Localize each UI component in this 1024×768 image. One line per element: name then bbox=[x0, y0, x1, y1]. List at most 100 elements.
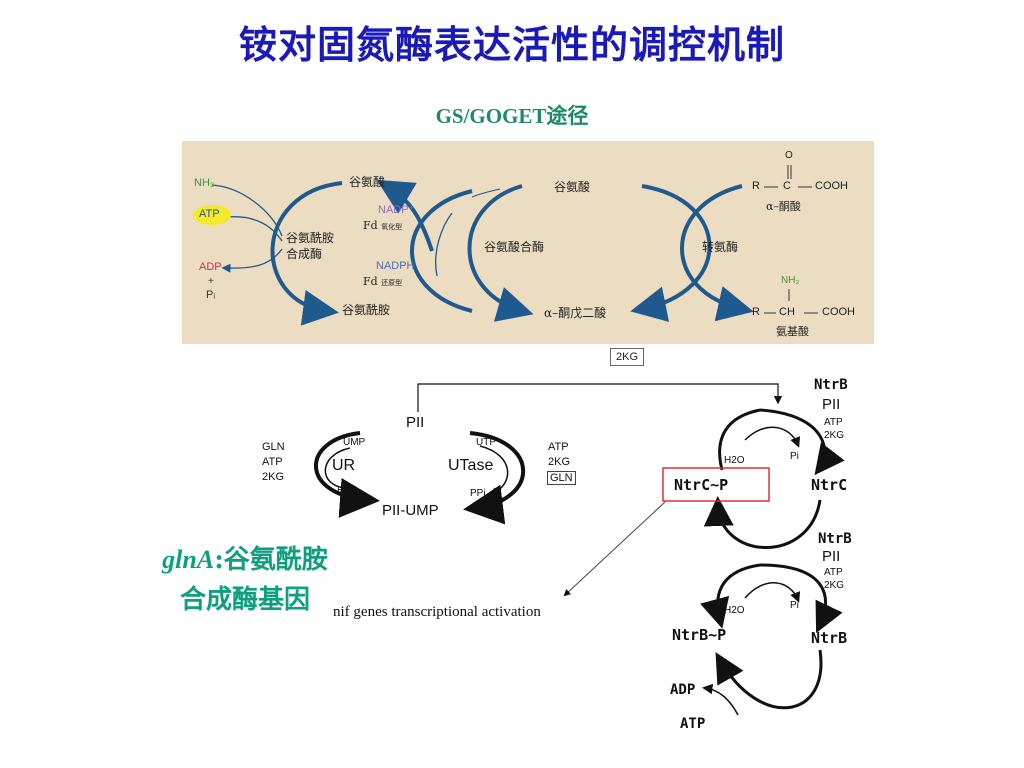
transaminase-arc-out bbox=[680, 184, 754, 322]
ntrb-label-3: NtrB bbox=[811, 629, 848, 647]
utase-label: UTase bbox=[448, 457, 494, 474]
gogat-arc-left bbox=[410, 189, 473, 313]
nadp-label: NADP⁺ bbox=[378, 204, 415, 216]
ntrb-label-1: NtrB bbox=[814, 377, 848, 393]
pii-ump-label: PII-UMP bbox=[382, 502, 439, 519]
glutamate-label-2: 谷氨酸 bbox=[554, 180, 591, 194]
adp-label: ADP bbox=[199, 261, 222, 273]
adp-out-arrow bbox=[221, 248, 283, 273]
2kg-label-1: 2KG bbox=[824, 430, 845, 441]
keto-acid-label: α–酮酸 bbox=[766, 200, 801, 213]
gogat-enzyme-label: 谷氨酸合酶 bbox=[484, 240, 545, 254]
ur-label: UR bbox=[332, 457, 356, 474]
gogat-arc-right bbox=[467, 184, 534, 322]
ur-2kg-label: 2KG bbox=[262, 471, 285, 483]
glna-note-line2: 合成酶基因 bbox=[179, 585, 310, 615]
pathway-arrows bbox=[193, 165, 818, 326]
atp-label-3: ATP bbox=[680, 716, 706, 732]
pii-label: PII bbox=[406, 414, 425, 431]
ppi-label: PPi bbox=[470, 488, 486, 499]
nif-activation-arrow bbox=[563, 501, 666, 597]
gs-enzyme-label-line2: 合成酶 bbox=[286, 247, 323, 261]
utase-inner-arc bbox=[479, 445, 509, 498]
nadph-arrow bbox=[435, 212, 453, 277]
glna-gene-desc: :谷氨酰胺 bbox=[214, 545, 328, 575]
transaminase-arc-in bbox=[630, 184, 712, 322]
ntrc-inner-arc bbox=[744, 426, 801, 448]
nh2-label: NH₂ bbox=[781, 275, 800, 286]
ntrc-p-label: NtrC~P bbox=[674, 476, 729, 494]
glna-gene-name: glnA bbox=[162, 545, 215, 574]
atp-cycle-up bbox=[715, 649, 823, 710]
h2o-label-1: H2O bbox=[724, 455, 745, 466]
2kg-box: 2KG bbox=[610, 348, 644, 366]
alpha-ketoglutarate-label: α–酮戊二酸 bbox=[544, 306, 607, 320]
plus-label: + bbox=[208, 276, 214, 287]
ump-label: UMP bbox=[343, 437, 366, 448]
gs-gogat-pathway-figure: NH₃ ATP ADP + Pᵢ 谷氨酸 谷氨酰胺 合成酶 谷氨酰胺 NADP⁺… bbox=[182, 141, 874, 344]
ur-atp-label: ATP bbox=[262, 456, 283, 468]
atp-label-2: ATP bbox=[824, 567, 843, 578]
ntrb-inner-arc bbox=[744, 582, 801, 603]
atp-in-arrow bbox=[226, 216, 283, 242]
pi-label-1: Pi bbox=[790, 451, 799, 462]
pii-label-2: PII bbox=[822, 548, 841, 565]
pii-label-1: PII bbox=[822, 396, 841, 413]
ntrc-cycle-up bbox=[703, 496, 822, 549]
carbon-label: C bbox=[783, 180, 791, 192]
pii-to-ntrb-line bbox=[417, 383, 783, 412]
glna-note: glnA:谷氨酰胺 合成酶基因 bbox=[120, 540, 370, 620]
pi-label-2: Pi bbox=[790, 600, 799, 611]
transaminase-label: 转氨酶 bbox=[702, 240, 739, 254]
fd-oxidized-text: Fd bbox=[363, 219, 378, 232]
fd-oxidized-sub: 氧化型 bbox=[381, 223, 403, 231]
ur-inner-arc bbox=[324, 447, 351, 489]
glutamine-label: 谷氨酰胺 bbox=[342, 303, 391, 317]
oxygen-label: O bbox=[785, 150, 793, 161]
utp-label: UTP bbox=[476, 437, 496, 448]
ur-gln-label: GLN bbox=[262, 441, 285, 453]
atp-highlight bbox=[193, 205, 231, 225]
fd-reduced-label: Fd 还原型 bbox=[363, 275, 402, 288]
glna-note-line1: glnA:谷氨酰胺 bbox=[120, 540, 370, 580]
ntrb-label-2: NtrB bbox=[818, 531, 852, 547]
slide-title: 铵对固氮酶表达活性的调控机制 bbox=[238, 23, 785, 67]
nh3-in-arrow bbox=[211, 184, 283, 237]
h2o-label-2: H2O bbox=[724, 605, 745, 616]
pi-label: Pᵢ bbox=[206, 289, 216, 301]
ntrc-cycle-left bbox=[718, 408, 761, 471]
slide-subtitle: GS/GOGET途径 bbox=[435, 104, 589, 128]
r-label-2: R bbox=[752, 306, 760, 318]
gs-enzyme-label-line1: 谷氨酰胺 bbox=[286, 231, 335, 245]
fd-reduced-sub: 还原型 bbox=[381, 279, 403, 287]
cooh-label-2: COOH bbox=[822, 306, 855, 318]
ntrc-p-box bbox=[662, 467, 770, 502]
glutamate-label-1: 谷氨酸 bbox=[349, 175, 386, 189]
fd-oxidized-label: Fd 氧化型 bbox=[363, 219, 402, 232]
ur-arc bbox=[314, 431, 380, 518]
ur-h2o-label: H2O bbox=[337, 485, 358, 496]
adp-label: ADP bbox=[670, 682, 696, 698]
cooh-label-1: COOH bbox=[815, 180, 848, 192]
ntrc-label: NtrC bbox=[811, 476, 848, 494]
nadph-label: NADPH bbox=[376, 260, 415, 272]
utase-atp-label: ATP bbox=[548, 441, 569, 453]
utase-2kg-label: 2KG bbox=[548, 456, 571, 468]
nh3-label: NH₃ bbox=[194, 177, 215, 189]
fd-reduced-text: Fd bbox=[363, 275, 378, 288]
gogat-arc-top bbox=[471, 188, 501, 198]
amino-acid-label: 氨基酸 bbox=[776, 325, 809, 338]
adp-arrow bbox=[702, 683, 739, 716]
atp-label: ATP bbox=[199, 208, 220, 220]
r-label-1: R bbox=[752, 180, 760, 192]
ch-label: CH bbox=[779, 306, 795, 318]
2kg-label-2: 2KG bbox=[824, 580, 845, 591]
ntrb-cycle-left bbox=[700, 563, 761, 629]
ntrb-p-label: NtrB~P bbox=[672, 626, 727, 644]
utase-gln-label: GLN bbox=[547, 471, 576, 485]
ntrb-cycle-right bbox=[759, 563, 843, 634]
gs-arc bbox=[270, 181, 343, 326]
gogat-arc-up bbox=[376, 179, 434, 252]
ntrc-cycle-down bbox=[759, 408, 845, 476]
